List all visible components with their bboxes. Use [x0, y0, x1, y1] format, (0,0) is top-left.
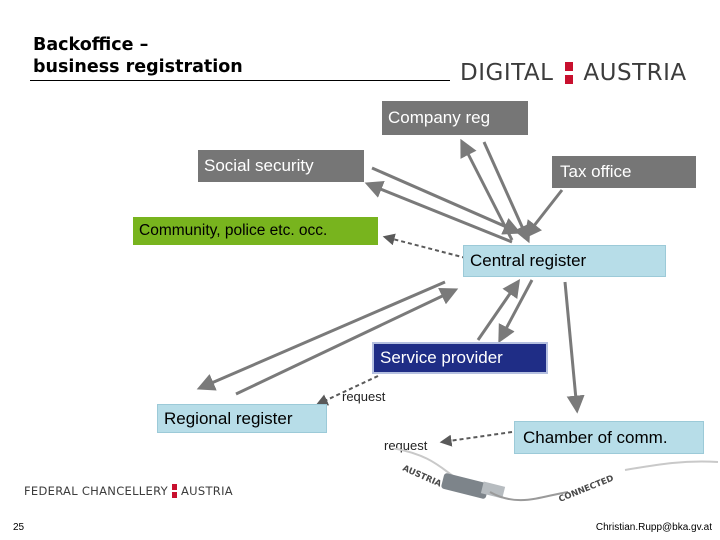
author-email: Christian.Rupp@bka.gv.at	[595, 522, 712, 533]
request-label-upper: request	[342, 389, 386, 404]
arrow-tax-office-to-central	[523, 189, 564, 239]
usb-cable-icon: AUSTRIA CONNECTED	[391, 448, 719, 505]
arrow-central-to-service-provider	[498, 279, 534, 344]
logo-mark-icon	[565, 62, 574, 84]
federal-chancellery-logo: FEDERAL CHANCELLERY AUSTRIA	[24, 484, 233, 498]
node-service-provider: Service provider	[372, 342, 548, 374]
arrow-central-to-social-security	[364, 181, 513, 244]
arrow-social-security-to-central	[371, 166, 522, 235]
node-central-register-label: Central register	[470, 251, 587, 270]
node-tax-office: Tax office	[552, 156, 696, 188]
cable-text-connected: CONNECTED	[557, 474, 615, 505]
dashed-arrow-chamber-to-request	[439, 431, 513, 447]
node-tax-office-label: Tax office	[560, 162, 632, 181]
node-community-label: Community, police etc. occ.	[139, 222, 328, 239]
node-regional-register: Regional register	[157, 404, 327, 433]
logo-word-austria: AUSTRIA	[583, 60, 687, 86]
title-line-1: Backoffice –	[33, 35, 149, 55]
usb-plug-shape	[441, 473, 489, 499]
node-community: Community, police etc. occ.	[133, 217, 378, 245]
node-social-security-label: Social security	[204, 156, 314, 175]
arrow-central-to-regional-1	[196, 280, 446, 391]
logo-word-digital: DIGITAL	[460, 60, 554, 86]
digital-austria-logo: DIGITAL AUSTRIA	[460, 56, 687, 90]
arrow-central-to-chamber	[563, 281, 585, 414]
arrow-regional-to-central-2	[235, 288, 459, 396]
node-company-reg: Company reg	[382, 101, 528, 135]
node-central-register: Central register	[463, 245, 666, 277]
node-chamber-of-commerce: Chamber of comm.	[514, 421, 704, 454]
footer-logo-mark-icon	[171, 484, 177, 498]
cable-text-austria: AUSTRIA	[401, 464, 443, 490]
node-chamber-label: Chamber of comm.	[523, 427, 668, 447]
footer-logo-right: AUSTRIA	[180, 484, 233, 498]
node-service-provider-label: Service provider	[380, 348, 503, 367]
title-line-2: business registration	[33, 57, 243, 77]
node-social-security: Social security	[198, 150, 364, 182]
slide-title: Backoffice – business registration	[33, 34, 243, 78]
title-underline	[30, 80, 450, 81]
node-company-reg-label: Company reg	[388, 108, 491, 127]
arrow-service-provider-to-central	[476, 279, 521, 341]
page-number: 25	[13, 522, 25, 533]
dashed-arrow-central-to-community	[382, 233, 467, 259]
node-regional-register-label: Regional register	[164, 408, 293, 428]
footer-logo-left: FEDERAL CHANCELLERY	[24, 484, 168, 498]
